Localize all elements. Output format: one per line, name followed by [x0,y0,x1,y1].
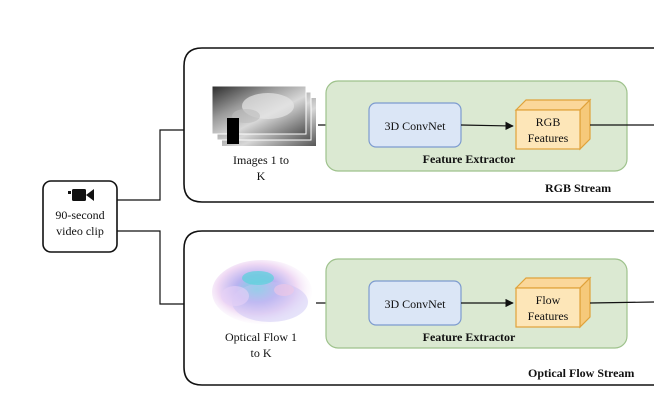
edge-input-to-flow [117,230,207,309]
input-label-line1: 90-second [55,208,104,222]
rgb-stream: RGB Stream Images 1 to K Feature Extract… [183,47,654,203]
rgb-frames-stack [211,85,316,146]
input-label-line2: video clip [56,224,104,238]
rgb-features-label-line1: RGB [536,115,561,129]
flow-stream: Optical Flow Stream Optical Flow 1 to K … [183,230,654,386]
input-node: 90-second video clip [42,180,118,253]
edge-input-to-rgb [117,125,207,201]
flow-features-label-line1: Flow [536,293,561,307]
rgb-extractor-title: Feature Extractor [423,152,516,166]
flow-features-cube [514,276,592,329]
rgb-features-label-line2: Features [528,131,569,145]
flow-extractor-title: Feature Extractor [423,330,516,344]
rgb-frames-label-line1: Images 1 to [233,153,289,167]
flow-frames-label-line2: to K [251,346,272,360]
flow-stream-title: Optical Flow Stream [528,366,634,380]
edge-rgb-convnet-to-features [460,121,514,131]
rgb-features-cube [514,98,592,151]
video-camera-icon [68,189,94,201]
flow-convnet-label: 3D ConvNet [385,297,447,311]
flow-features-label-line2: Features [528,309,569,323]
edge-flow-features-out [589,301,654,304]
flow-frames-stack [212,260,312,324]
rgb-stream-title: RGB Stream [545,181,611,195]
flow-frames-label-line1: Optical Flow 1 [225,330,297,344]
rgb-frames-label-line2: K [257,169,266,183]
rgb-convnet-label: 3D ConvNet [385,119,447,133]
